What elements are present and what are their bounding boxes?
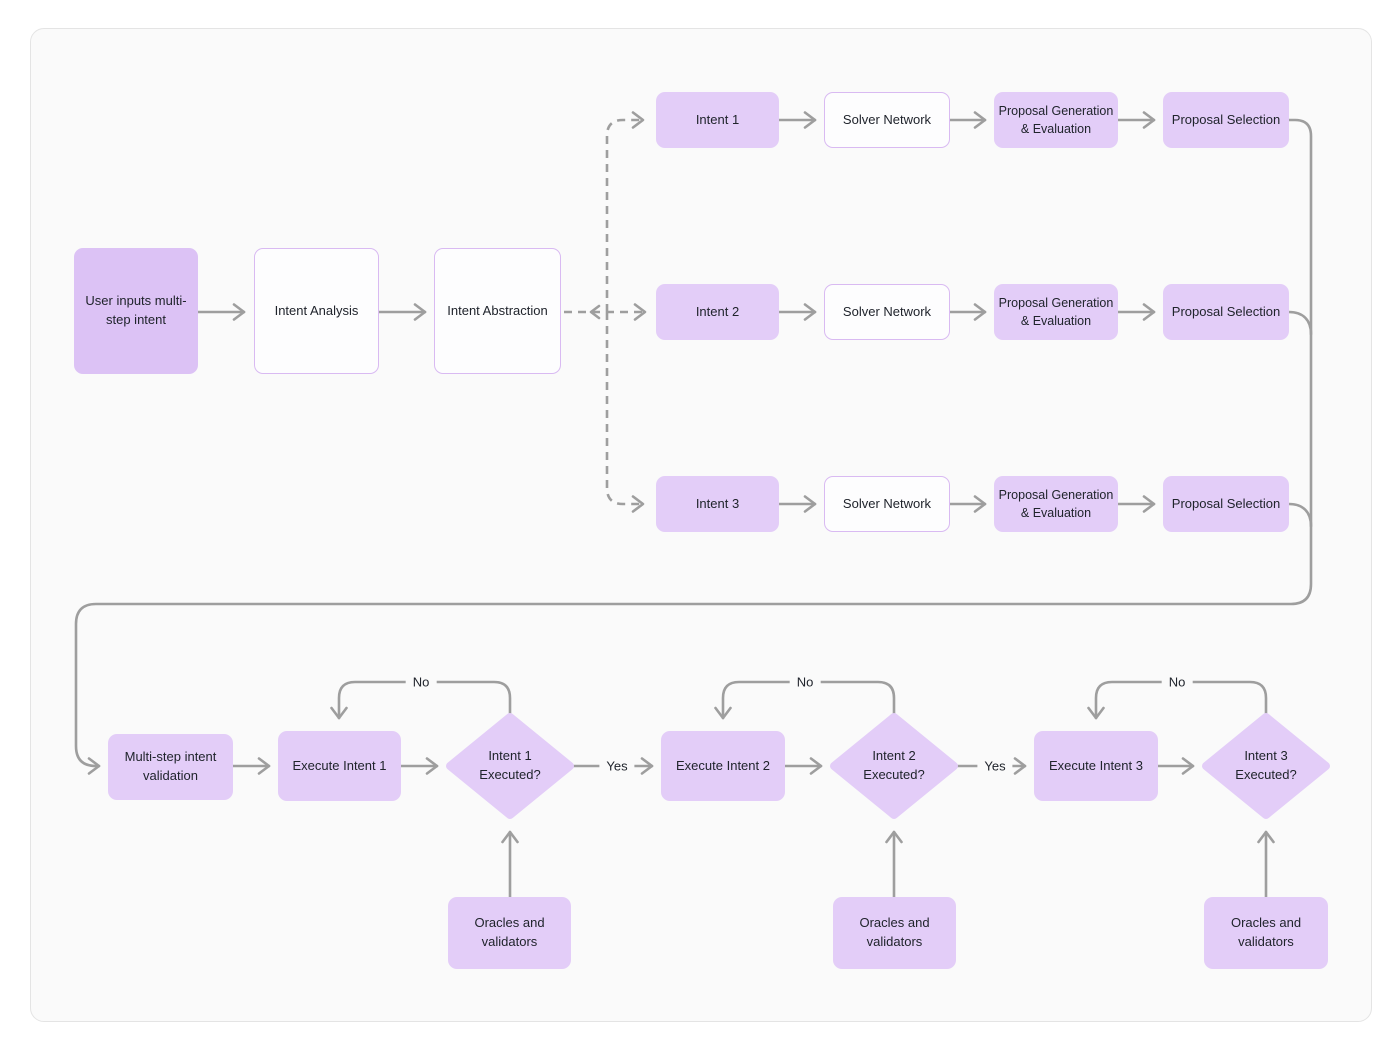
dashed-trunk-to-intent3: [605, 312, 645, 513]
return-join-row3: [1287, 502, 1313, 528]
no-label-2: No: [789, 674, 821, 690]
intent-node-1: Intent 1: [656, 92, 779, 148]
oracle-node-1: Oracles and validators: [448, 897, 571, 969]
intent-analysis-node: Intent Analysis: [254, 248, 379, 374]
decision-label-3: Intent 3 Executed?: [1235, 748, 1297, 782]
execute-node-2: Execute Intent 2: [661, 731, 785, 801]
execute-node-1: Execute Intent 1: [278, 731, 401, 801]
no-label-3: No: [1161, 674, 1193, 690]
yes-label-2: Yes: [977, 758, 1013, 774]
proposal-generation-node-2: Proposal Generation & Evaluation: [994, 284, 1118, 340]
proposal-generation-node-3: Proposal Generation & Evaluation: [994, 476, 1118, 532]
oracle-node-2: Oracles and validators: [833, 897, 956, 969]
decision-label-2: Intent 2 Executed?: [863, 748, 925, 782]
proposal-selection-node-3: Proposal Selection: [1163, 476, 1289, 532]
intent-node-2: Intent 2: [656, 284, 779, 340]
intent-node-3: Intent 3: [656, 476, 779, 532]
proposal-selection-node-1: Proposal Selection: [1163, 92, 1289, 148]
dashed-trunk-to-intent1: [605, 111, 645, 312]
dashed-back-chevron: [589, 304, 601, 320]
decision-diamond-3-shape: [1202, 713, 1330, 819]
proposal-selection-node-2: Proposal Selection: [1163, 284, 1289, 340]
no-label-1: No: [405, 674, 437, 690]
yes-label-1: Yes: [599, 758, 635, 774]
proposal-generation-node-1: Proposal Generation & Evaluation: [994, 92, 1118, 148]
execute-node-3: Execute Intent 3: [1034, 731, 1158, 801]
decision-diamond-2-shape: [830, 713, 958, 819]
return-join-row2: [1287, 310, 1313, 336]
decision-diamond-1-shape: [446, 713, 574, 819]
validation-node: Multi-step intent validation: [108, 734, 233, 800]
return-trunk: [74, 118, 1313, 775]
solver-node-1: Solver Network: [824, 92, 950, 148]
decision-label-1: Intent 1 Executed?: [479, 748, 541, 782]
start-node: User inputs multi-step intent: [74, 248, 198, 374]
solver-node-3: Solver Network: [824, 476, 950, 532]
intent-abstraction-node: Intent Abstraction: [434, 248, 561, 374]
diagram-card: User inputs multi-step intent Intent Ana…: [30, 28, 1372, 1022]
solver-node-2: Solver Network: [824, 284, 950, 340]
oracle-node-3: Oracles and validators: [1204, 897, 1328, 969]
